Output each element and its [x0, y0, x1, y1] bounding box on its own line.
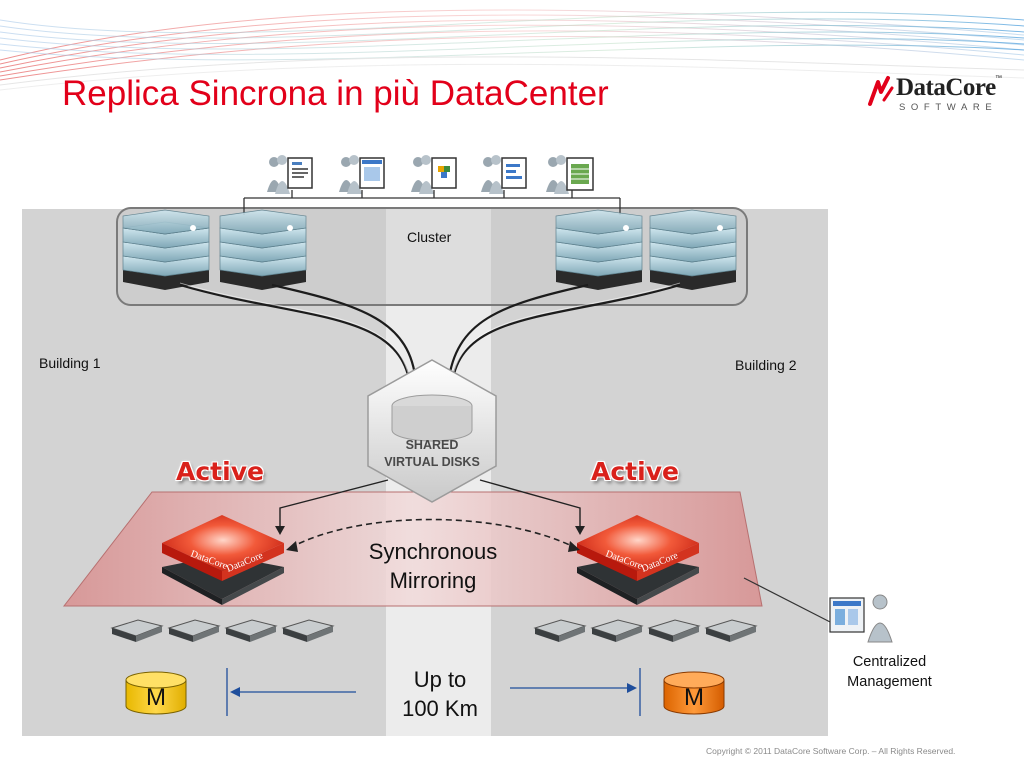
disk-enclosure-icon: [281, 619, 335, 642]
logo-trademark: ™: [995, 75, 1002, 82]
datacore-logo: DataCore ™ SOFTWARE: [866, 72, 1006, 114]
server-stack-icon: [649, 209, 737, 290]
building-2-label: Building 2: [735, 357, 797, 373]
mgmt-label-line2: Management: [847, 674, 932, 690]
disk-enclosure-group-right: [533, 619, 758, 642]
disk-enclosure-group-left: [110, 619, 335, 642]
shared-virtual-disks-icon: [367, 359, 497, 503]
building-2-area: [491, 209, 828, 736]
header-swoosh: [0, 9, 1024, 91]
m-cylinder-right-icon: [663, 671, 725, 715]
management-connector: [743, 577, 837, 626]
cluster-cables: [179, 283, 681, 386]
slide-title: Replica Sincrona in più DataCenter: [62, 74, 609, 113]
shared-label-line1: SHARED: [405, 438, 459, 452]
copyright-text: Copyright © 2011 DataCore Software Corp.…: [706, 746, 956, 756]
users-window-icon: [339, 155, 385, 194]
building-1-area: [22, 209, 386, 736]
distance-label: Up to 100 Km: [380, 665, 500, 723]
active-label-right: Active: [591, 457, 679, 486]
server-stack-icon: [219, 209, 307, 290]
disk-enclosure-icon: [647, 619, 701, 642]
users-chart-icon: [481, 155, 527, 194]
disk-enclosure-icon: [110, 619, 164, 642]
server-stack-icon: [122, 209, 210, 290]
admin-workstation-icon: [829, 594, 893, 643]
user-connector-lines: [243, 190, 621, 215]
shared-label-line2: VIRTUAL DISKS: [384, 455, 480, 469]
hex-to-node-arrows: [279, 479, 581, 530]
users-document-icon: [267, 155, 313, 194]
sync-mirroring-label: Synchronous Mirroring: [343, 537, 523, 595]
cluster-label: Cluster: [407, 229, 452, 245]
datacore-logo-mark-icon: [868, 76, 894, 106]
active-label-left: Active: [176, 457, 264, 486]
sync-mirror-arrow: [289, 518, 577, 549]
datacore-node-right-icon: [577, 515, 699, 605]
sync-label-line2: Mirroring: [389, 568, 477, 593]
centralized-management-label: Centralized Management: [812, 652, 967, 692]
building-1-label: Building 1: [39, 355, 101, 371]
disk-enclosure-icon: [704, 619, 758, 642]
disk-enclosure-icon: [590, 619, 644, 642]
mgmt-label-line1: Centralized: [852, 654, 927, 670]
users-cube-icon: [411, 155, 457, 194]
m-label-left: M: [146, 684, 166, 711]
disk-enclosure-icon: [224, 619, 278, 642]
logo-wordmark: DataCore: [896, 74, 996, 101]
datacore-node-left-icon: [162, 515, 284, 605]
logo-subtitle: SOFTWARE: [899, 102, 998, 113]
m-label-right: M: [684, 684, 704, 711]
disk-enclosure-icon: [533, 619, 587, 642]
server-stack-icon: [555, 209, 643, 290]
distance-label-line2: 100 Km: [402, 696, 478, 721]
distance-label-line1: Up to: [413, 667, 467, 692]
shared-virtual-disks-label: SHARED VIRTUAL DISKS: [372, 437, 492, 471]
distance-arrows: [226, 668, 641, 716]
sync-label-line1: Synchronous: [368, 539, 498, 564]
disk-enclosure-icon: [167, 619, 221, 642]
users-spreadsheet-icon: [546, 155, 594, 194]
m-cylinder-left-icon: [125, 671, 187, 715]
